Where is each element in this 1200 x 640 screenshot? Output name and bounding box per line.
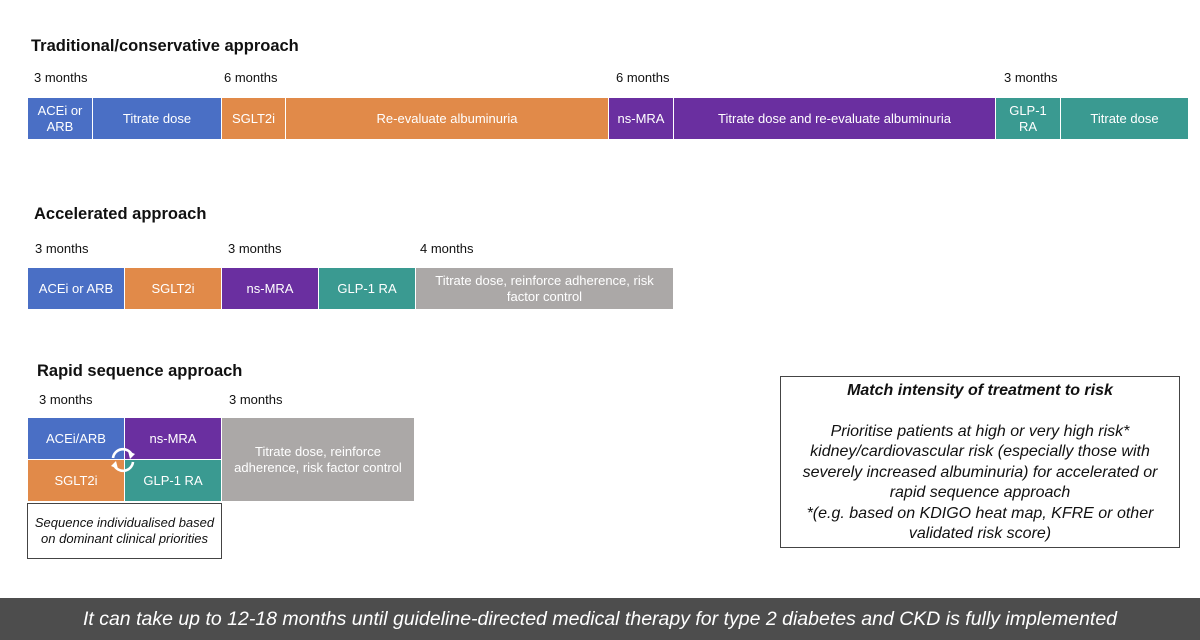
- accelerated-titrate-block: Titrate dose, reinforce adherence, risk …: [416, 268, 674, 310]
- rapid-ns-mra-block: ns-MRA: [125, 418, 222, 460]
- traditional-titrate-dose-block: Titrate dose: [93, 98, 222, 140]
- traditional-glp1-ra-block: GLP-1 RA: [996, 98, 1061, 140]
- risk-box-line: Prioritise patients at high or very high…: [830, 422, 1130, 440]
- traditional-duration-1: 3 months: [34, 70, 88, 85]
- sequence-note: Sequence individualised based on dominan…: [27, 503, 222, 559]
- rapid-approach-title: Rapid sequence approach: [37, 362, 243, 380]
- accelerated-duration-2: 3 months: [228, 241, 282, 256]
- traditional-acei-arb-block: ACEi or ARB: [28, 98, 93, 140]
- rapid-duration-2: 3 months: [229, 392, 283, 407]
- traditional-approach-title: Traditional/conservative approach: [31, 37, 299, 55]
- risk-box-line: validated risk score): [908, 525, 1052, 542]
- footer-banner: It can take up to 12-18 months until gui…: [0, 598, 1200, 640]
- accelerated-approach-title: Accelerated approach: [34, 205, 207, 223]
- traditional-sglt2i-block: SGLT2i: [222, 98, 286, 140]
- traditional-duration-4: 3 months: [1004, 70, 1058, 85]
- accelerated-sglt2i-block: SGLT2i: [125, 268, 222, 310]
- rapid-acei-arb-block: ACEi/ARB: [28, 418, 125, 460]
- traditional-reevaluate-albuminuria-block: Re-evaluate albuminuria: [286, 98, 609, 140]
- risk-box-line: *(e.g. based on KDIGO heat map, KFRE or …: [806, 504, 1154, 522]
- accelerated-duration-1: 3 months: [35, 241, 89, 256]
- traditional-ns-mra-block: ns-MRA: [609, 98, 674, 140]
- traditional-duration-2: 6 months: [224, 70, 278, 85]
- risk-box-line: rapid sequence approach: [889, 484, 1071, 501]
- rapid-duration-1: 3 months: [39, 392, 93, 407]
- risk-box-line: kidney/cardiovascular risk (especially t…: [810, 443, 1150, 460]
- traditional-titrate-reevaluate-block: Titrate dose and re-evaluate albuminuria: [674, 98, 996, 140]
- accelerated-duration-3: 4 months: [420, 241, 474, 256]
- rapid-titrate-block: Titrate dose, reinforce adherence, risk …: [222, 418, 415, 502]
- accelerated-ns-mra-block: ns-MRA: [222, 268, 319, 310]
- rapid-glp1-ra-block: GLP-1 RA: [125, 460, 222, 502]
- risk-box-heading: Match intensity of treatment to risk: [847, 382, 1113, 399]
- rapid-sglt2i-block: SGLT2i: [28, 460, 125, 502]
- traditional-final-titrate-block: Titrate dose: [1061, 98, 1189, 140]
- traditional-duration-3: 6 months: [616, 70, 670, 85]
- accelerated-acei-arb-block: ACEi or ARB: [28, 268, 125, 310]
- accelerated-glp1-ra-block: GLP-1 RA: [319, 268, 416, 310]
- risk-box-line: severely increased albuminuria) for acce…: [802, 463, 1158, 481]
- cycle-arrows-icon: [111, 447, 135, 473]
- risk-intensity-box: Match intensity of treatment to risk Pri…: [780, 376, 1180, 548]
